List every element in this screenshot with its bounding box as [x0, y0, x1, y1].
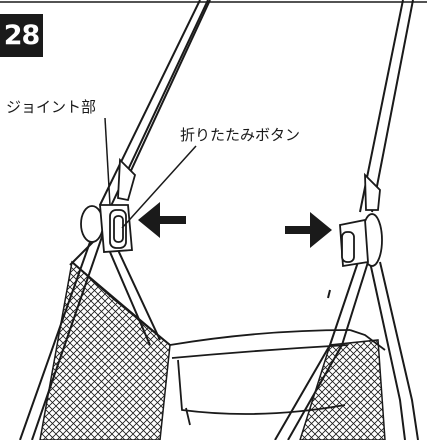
joint-label: ジョイント部	[6, 98, 97, 116]
joint-pointer-line	[104, 117, 111, 206]
right-mesh-panel	[299, 339, 386, 440]
right-arrow-icon	[285, 212, 332, 248]
seat-frame	[169, 329, 386, 426]
step-number-badge: 28	[0, 14, 43, 57]
right-joint	[339, 172, 383, 268]
button-pointer-line	[121, 145, 197, 229]
right-legs	[274, 261, 419, 440]
left-mesh-panel	[39, 260, 171, 440]
left-joint	[80, 157, 137, 253]
left-handle	[99, 0, 211, 209]
left-arrow-icon	[138, 202, 186, 238]
left-legs	[19, 227, 171, 440]
fold-button-label: 折りたたみボタン	[180, 126, 301, 144]
